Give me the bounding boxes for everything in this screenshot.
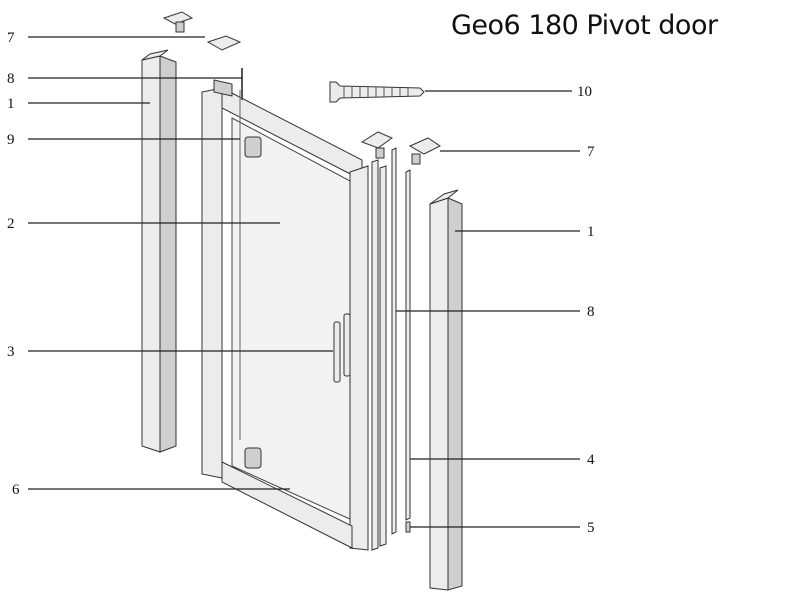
top-cap-left xyxy=(162,11,242,51)
callout-3: 3 xyxy=(7,344,15,360)
left-wall-profile xyxy=(141,49,177,453)
callout-7-left: 7 xyxy=(7,30,15,46)
top-cap-right xyxy=(360,131,441,165)
callout-5: 5 xyxy=(587,520,595,536)
pivot-hinge-bottom xyxy=(244,447,262,469)
vertical-seal xyxy=(405,169,411,521)
door-edge-seals xyxy=(371,159,387,551)
callout-8-left: 8 xyxy=(7,71,15,87)
seal-end-cap xyxy=(405,521,411,533)
callout-7-right: 7 xyxy=(587,144,595,160)
callout-1-left: 1 xyxy=(7,96,15,112)
callout-8-right: 8 xyxy=(587,304,595,320)
screw xyxy=(329,81,425,103)
right-wall-profile xyxy=(429,189,463,591)
callout-2: 2 xyxy=(7,216,15,232)
magnetic-seal xyxy=(391,147,397,535)
callout-10: 10 xyxy=(577,84,592,100)
callout-9: 9 xyxy=(7,132,15,148)
callout-1-right: 1 xyxy=(587,224,595,240)
callout-4: 4 xyxy=(587,452,595,468)
callout-6: 6 xyxy=(12,482,20,498)
door-frame xyxy=(201,79,369,551)
diagram-title: Geo6 180 Pivot door xyxy=(451,10,718,41)
pivot-hinge-top xyxy=(244,136,262,158)
door-handle xyxy=(333,313,351,383)
